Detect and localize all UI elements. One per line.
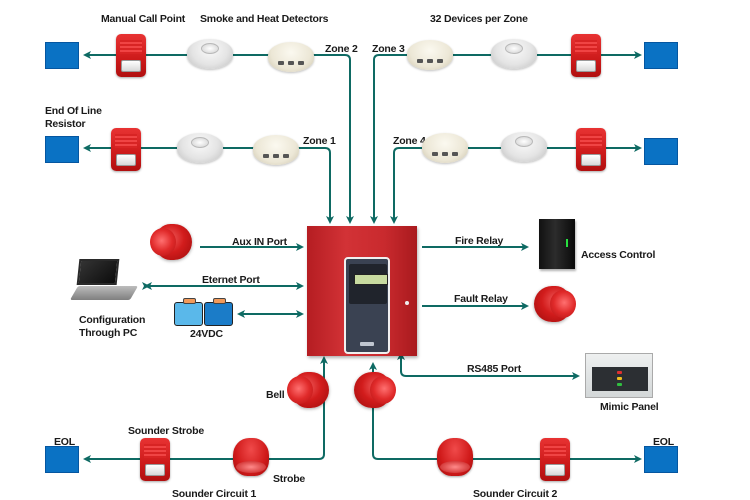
laptop-icon xyxy=(69,259,139,309)
wire-zone-1 xyxy=(83,144,331,218)
configuration-through-pc-label: Configuration Through PC xyxy=(79,314,146,339)
header-manual-call-point: Manual Call Point xyxy=(101,13,186,25)
smoke-detector-icon xyxy=(268,42,314,72)
panel-lock-icon xyxy=(405,301,409,305)
zone-4-label: Zone 4 xyxy=(393,135,426,147)
rs485-port-label: RS485 Port xyxy=(467,363,522,375)
sounder-circuit-2-label: Sounder Circuit 2 xyxy=(473,488,558,500)
header-devices-per-zone: 32 Devices per Zone xyxy=(430,13,528,25)
header-end-of-line-resistor: End Of Line Resistor xyxy=(45,105,102,130)
heat-detector-icon xyxy=(177,133,223,163)
bell-sounder-icon xyxy=(352,370,396,410)
strobe-icon xyxy=(437,438,473,476)
fault-relay-label: Fault Relay xyxy=(454,293,508,305)
eol-left-label: EOL xyxy=(54,436,75,448)
bell-sounder-icon xyxy=(287,370,331,410)
zone-2-label: Zone 2 xyxy=(325,43,358,55)
aux-in-port-label: Aux IN Port xyxy=(232,236,287,248)
wire-zone-3 xyxy=(373,51,642,218)
heat-detector-icon xyxy=(491,39,537,69)
fire-alarm-control-panel-icon xyxy=(307,226,417,356)
sounder-strobe-icon xyxy=(540,438,570,481)
wire-zone-4 xyxy=(393,144,642,218)
strobe-icon xyxy=(233,438,269,476)
eol-resistor-icon xyxy=(45,446,79,473)
panel-lcd xyxy=(354,274,388,285)
strobe-label: Strobe xyxy=(273,473,306,485)
manual-call-point-icon xyxy=(116,34,146,77)
manual-call-point-icon xyxy=(111,128,141,171)
sounder-circuit-1-label: Sounder Circuit 1 xyxy=(172,488,257,500)
eol-resistor-icon xyxy=(644,42,678,69)
eol-resistor-icon xyxy=(644,446,678,473)
fire-relay-label: Fire Relay xyxy=(455,235,504,247)
mimic-panel-icon xyxy=(585,353,653,398)
manual-call-point-icon xyxy=(576,128,606,171)
eol-right-label: EOL xyxy=(653,436,674,448)
zone-1-label: Zone 1 xyxy=(303,135,336,147)
wire-sounder-2 xyxy=(372,370,642,463)
heat-detector-icon xyxy=(187,39,233,69)
eol-resistor-icon xyxy=(45,42,79,69)
zone-3-label: Zone 3 xyxy=(372,43,405,55)
smoke-detector-icon xyxy=(407,40,453,70)
bell-label: Bell xyxy=(266,389,285,401)
heat-detector-icon xyxy=(501,132,547,162)
smoke-detector-icon xyxy=(253,135,299,165)
sounder-strobe-icon xyxy=(140,438,170,481)
sounder-strobe-label: Sounder Strobe xyxy=(128,425,204,437)
access-control-label: Access Control xyxy=(581,249,656,261)
manual-call-point-icon xyxy=(571,34,601,77)
header-smoke-heat-detectors: Smoke and Heat Detectors xyxy=(200,13,329,25)
battery-icon xyxy=(204,298,233,326)
horn-sounder-icon xyxy=(150,222,194,262)
horn-sounder-icon xyxy=(532,284,576,324)
battery-icon xyxy=(174,298,203,326)
arrowhead-ethernet-left xyxy=(144,282,152,290)
eol-resistor-icon xyxy=(45,136,79,163)
eol-resistor-icon xyxy=(644,138,678,165)
24vdc-label: 24VDC xyxy=(190,328,223,340)
arrowhead-24vdc-left xyxy=(237,310,245,318)
wire-zone-2 xyxy=(83,51,351,218)
ethernet-port-label: Eternet Port xyxy=(202,274,260,286)
smoke-detector-icon xyxy=(422,133,468,163)
panel-door xyxy=(344,257,390,354)
access-control-server-icon xyxy=(539,219,575,269)
wire-sounder-1 xyxy=(83,360,325,463)
mimic-panel-label: Mimic Panel xyxy=(600,401,659,413)
